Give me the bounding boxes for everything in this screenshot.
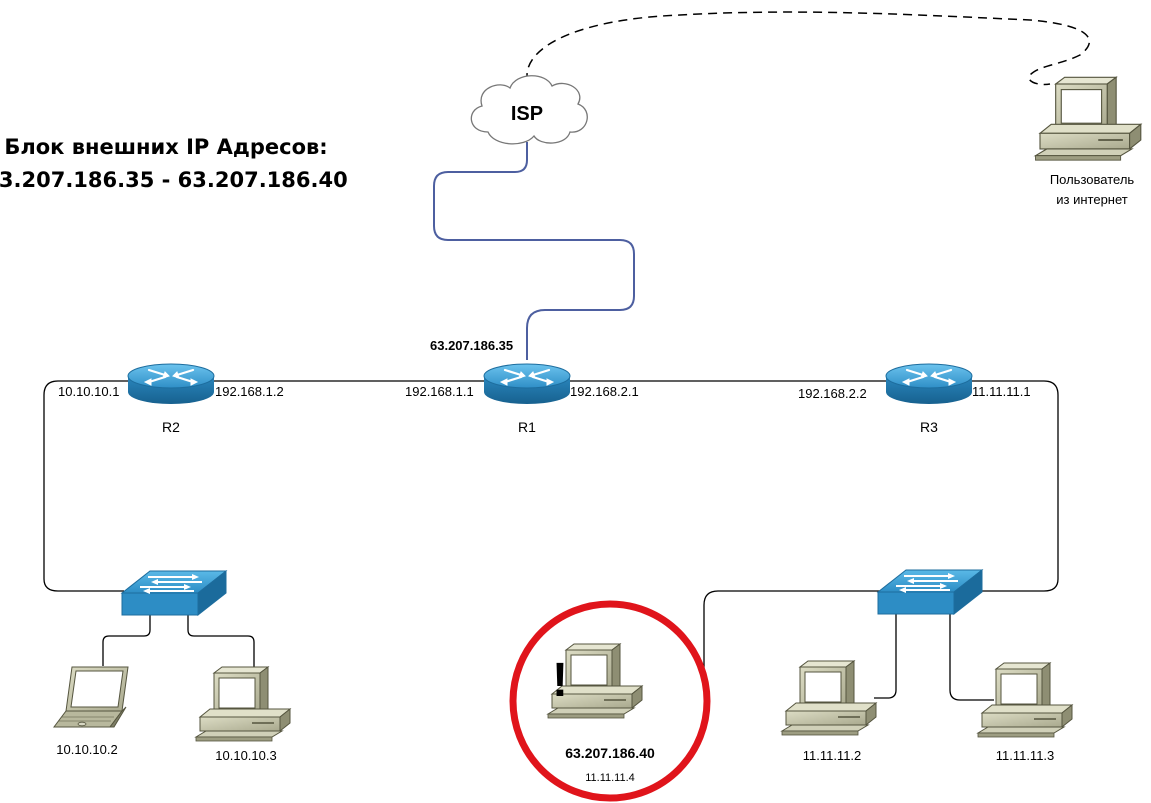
r2-left-ip: 10.10.10.1 (58, 384, 119, 399)
switch-pc-r3b-link (949, 613, 994, 701)
internet-user-label-2: из интернет (1056, 192, 1128, 207)
pc-r3a-ip: 11.11.11.2 (803, 748, 862, 763)
r1-right-ip: 192.168.2.1 (570, 384, 639, 399)
laptop-icon (53, 666, 131, 728)
switch-laptop-link (102, 614, 151, 666)
r2-name: R2 (162, 419, 180, 435)
router-r3[interactable]: R3 (884, 362, 974, 435)
isp-label: ISP (511, 103, 543, 125)
r3-name: R3 (920, 419, 938, 435)
switch-left[interactable] (121, 570, 227, 616)
router-icon (884, 362, 974, 406)
r2-switch-link (43, 380, 130, 592)
switch-icon (877, 569, 983, 615)
switch-right[interactable] (877, 569, 983, 615)
internet-user-label-1: Пользователь (1050, 172, 1135, 187)
highlighted-public-ip: 63.207.186.40 (565, 745, 655, 761)
r3-right-ip: 11.11.11.1 (972, 384, 1031, 399)
r1-left-ip: 192.168.1.1 (405, 384, 474, 399)
host-laptop[interactable]: 10.10.10.2 (53, 666, 131, 757)
router-icon (126, 362, 216, 406)
isp-cloud[interactable]: ISP (470, 75, 588, 145)
alert-icon: ! (552, 654, 568, 707)
router-icon (482, 362, 572, 406)
highlighted-private-ip: 11.11.11.4 (585, 772, 635, 784)
title-line-2: 63.207.186.35 - 63.207.186.40 (0, 168, 348, 192)
connections (43, 11, 1091, 701)
pc-left-ip: 10.10.10.3 (215, 748, 276, 763)
r2-right-ip: 192.168.1.2 (215, 384, 284, 399)
host-pc-left[interactable]: 10.10.10.3 (195, 666, 291, 763)
r3-switch-link (972, 380, 1059, 592)
host-pc-r3a[interactable]: 11.11.11.2 (781, 660, 877, 763)
pc-r3b-ip: 11.11.11.3 (996, 748, 1055, 763)
r1-wan-ip: 63.207.186.35 (430, 338, 513, 353)
r1-name: R1 (518, 419, 536, 435)
router-r1[interactable]: R1 (482, 362, 572, 435)
internet-link-dashed (526, 11, 1091, 86)
laptop-ip: 10.10.10.2 (56, 742, 117, 757)
host-pc-r3b[interactable]: 11.11.11.3 (977, 662, 1073, 763)
router-r2[interactable]: R2 (126, 362, 216, 435)
title-line-1: Блок внешних IP Адресов: (4, 135, 327, 159)
r3-left-ip: 192.168.2.2 (798, 386, 867, 401)
switch-icon (121, 570, 227, 616)
desktop-pc-icon (781, 660, 877, 736)
cloud-icon (470, 75, 588, 145)
isp-to-r1-link (433, 142, 635, 360)
switch-pc-r3a-link (874, 613, 897, 699)
desktop-pc-icon (195, 666, 291, 742)
switch-pc-left-link (187, 614, 255, 668)
host-highlighted[interactable]: ! 63.207.186.40 11.11.11.4 (509, 600, 711, 802)
internet-user-pc[interactable]: Пользователь из интернет (1034, 76, 1142, 207)
desktop-pc-icon (1034, 76, 1142, 162)
